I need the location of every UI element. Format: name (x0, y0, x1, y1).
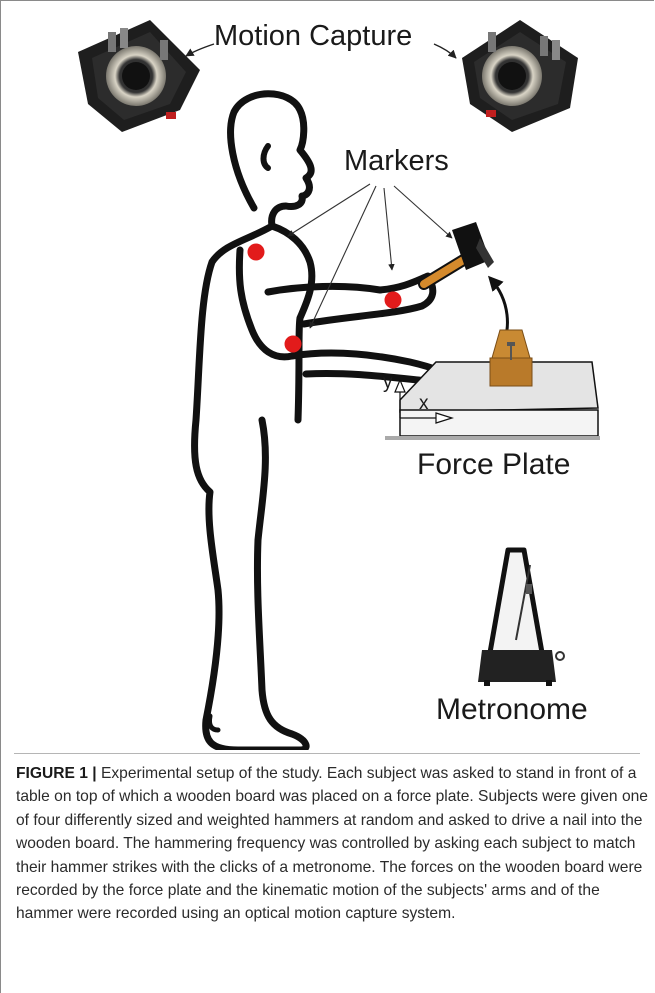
marker-wrist (385, 292, 402, 309)
motion-capture-camera-right (462, 20, 578, 132)
camera-arrow-left (186, 44, 214, 56)
motion-capture-camera-left (78, 20, 200, 132)
figure-caption: FIGURE 1 | Experimental setup of the stu… (16, 762, 648, 926)
force-plate-label: Force Plate (417, 448, 570, 482)
marker-shoulder (248, 244, 265, 261)
metronome (478, 550, 564, 686)
experimental-setup-illustration (0, 0, 655, 750)
wood-block (490, 330, 532, 386)
markers-label: Markers (344, 145, 449, 178)
metronome-label: Metronome (436, 693, 588, 727)
caption-separator (14, 753, 640, 754)
camera-arrow-right (434, 44, 456, 58)
hammer (424, 222, 494, 284)
marker-elbow (285, 336, 302, 353)
caption-label: FIGURE 1 | (16, 765, 97, 782)
axis-x-label: x (419, 393, 429, 415)
caption-text: Experimental setup of the study. Each su… (16, 765, 648, 922)
axis-y-label: y (383, 372, 393, 394)
motion-capture-label: Motion Capture (214, 20, 412, 53)
